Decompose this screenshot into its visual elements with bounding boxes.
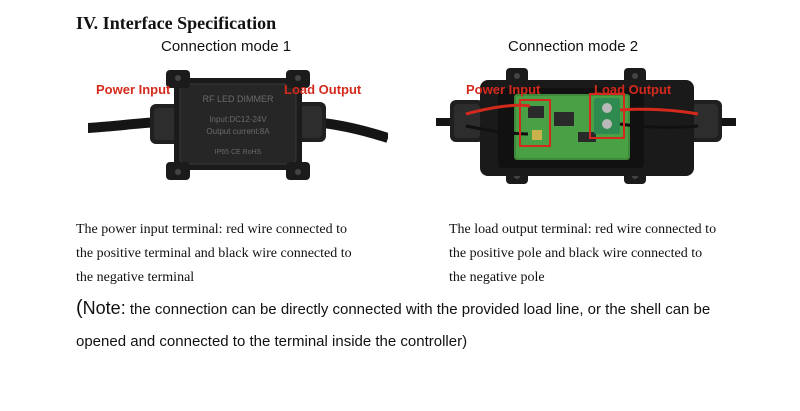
mode2-load-output-label: Load Output xyxy=(594,82,672,97)
mode2-description-line: The load output terminal: red wire conne… xyxy=(449,222,717,237)
note-paragraph: (Note: the connection can be directly co… xyxy=(76,292,766,358)
mode2-description: The load output terminal: red wire conne… xyxy=(449,218,749,290)
mode1-load-output-label: Load Output xyxy=(284,82,362,97)
note-line-1: (Note: the connection can be directly co… xyxy=(76,292,766,326)
note-label: Note: xyxy=(82,298,126,318)
mode1-description-line: The power input terminal: red wire conne… xyxy=(76,222,347,237)
mode2-power-input-label: Power Input xyxy=(466,82,541,97)
mode1-description-line: the positive terminal and black wire con… xyxy=(76,246,352,261)
open-controller-illustration xyxy=(436,68,736,184)
mode1-device-photo: RF LED DIMMER Input:DC12-24V Output curr… xyxy=(83,60,390,200)
mode1-power-input-label: Power Input xyxy=(96,82,171,97)
mode2-description-line: the negative pole xyxy=(449,270,545,285)
closed-controller-illustration: RF LED DIMMER Input:DC12-24V Output curr… xyxy=(83,70,390,180)
mode2-description-line: the positive pole and black wire connect… xyxy=(449,246,703,261)
note-text-2: opened and connected to the terminal ins… xyxy=(76,333,468,350)
mode1-description-line: the negative terminal xyxy=(76,270,195,285)
device-marks-text: IP65 CE RoHS xyxy=(215,149,262,156)
note-open-paren: ( xyxy=(76,297,83,319)
mode2-title: Connection mode 2 xyxy=(508,38,639,55)
mode1-title: Connection mode 1 xyxy=(161,38,292,55)
device-current-text: Output current:8A xyxy=(206,127,270,136)
note-text-1: the connection can be directly connected… xyxy=(125,301,711,318)
device-input-text: Input:DC12-24V xyxy=(209,115,267,124)
mode2-device-photo: Power Input Load Output xyxy=(436,60,736,200)
mode1-description: The power input terminal: red wire conne… xyxy=(76,218,376,290)
section-heading: IV. Interface Specification xyxy=(76,13,277,33)
device-brand-text: RF LED DIMMER xyxy=(202,94,274,104)
